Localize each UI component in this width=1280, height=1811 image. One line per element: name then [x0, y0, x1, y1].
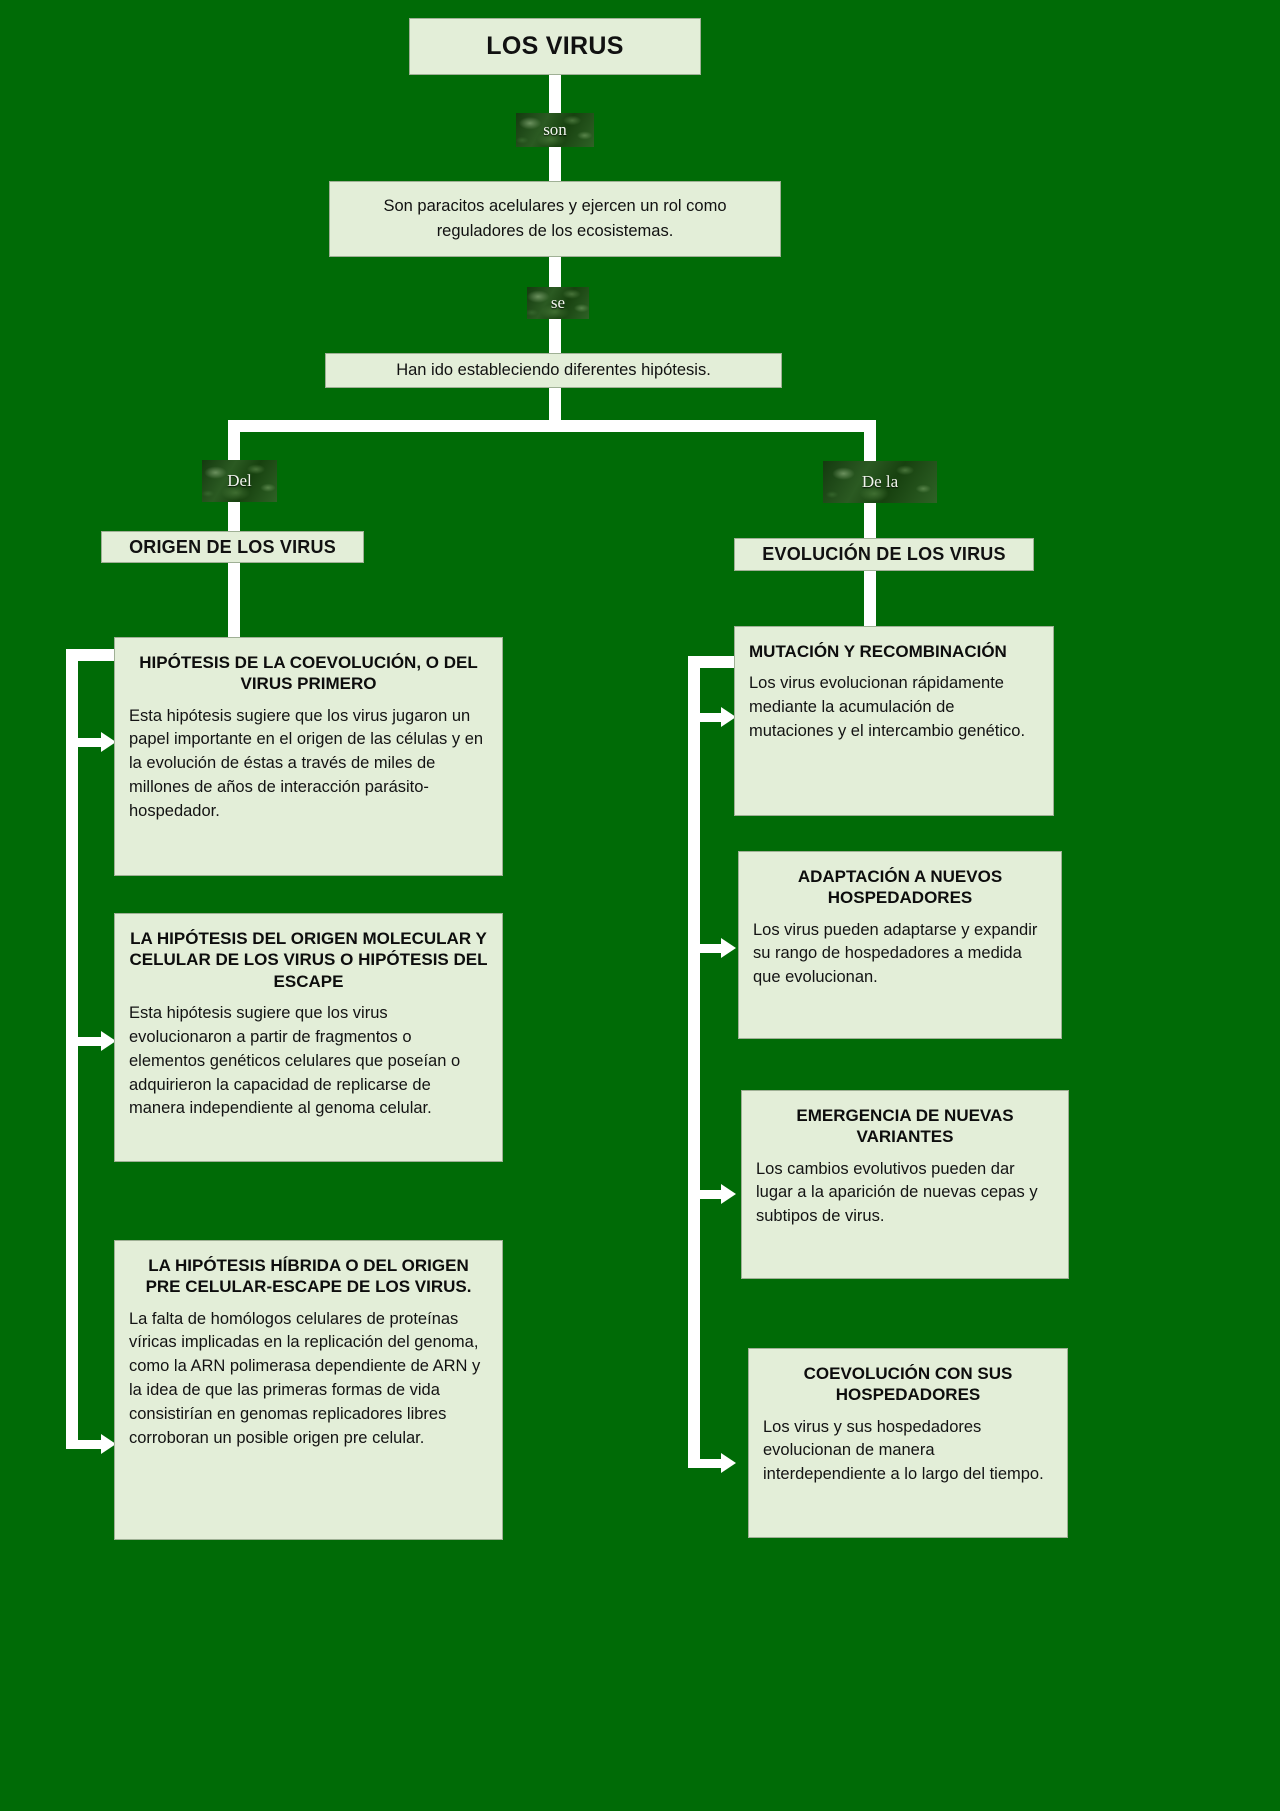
arrow-head-left-3: [101, 1434, 116, 1454]
connector-dela-to-evolucion: [864, 500, 876, 540]
detail-card-origen-1-title: HIPÓTESIS DE LA COEVOLUCIÓN, O DEL VIRUS…: [139, 653, 478, 694]
branch-header-origen-text: ORIGEN DE LOS VIRUS: [129, 536, 336, 557]
connector-root-to-son: [549, 74, 561, 120]
detail-card-origen-3[interactable]: LA HIPÓTESIS HÍBRIDA O DEL ORIGEN PRE CE…: [114, 1240, 503, 1540]
detail-card-evolucion-1[interactable]: MUTACIÓN Y RECOMBINACIÓN Los virus evolu…: [734, 626, 1054, 816]
connector-label-del-text: Del: [227, 471, 252, 490]
detail-card-evolucion-1-title: MUTACIÓN Y RECOMBINACIÓN: [749, 642, 1007, 661]
connector-split-bar: [228, 420, 876, 432]
connector-arrow1-left-shaft: [66, 738, 106, 747]
detail-card-origen-1-body: Esta hipótesis sugiere que los virus jug…: [129, 706, 484, 821]
detail-card-evolucion-3-body: Los cambios evolutivos pueden dar lugar …: [756, 1159, 1038, 1226]
connector-evolucion-trunk: [688, 656, 700, 1468]
connector-label-son-text: son: [543, 120, 567, 139]
detail-card-evolucion-4-title: COEVOLUCIÓN CON SUS HOSPEDADORES: [803, 1364, 1013, 1405]
detail-card-evolucion-4-body: Los virus y sus hospedadores evolucionan…: [763, 1417, 1044, 1484]
connector-stmt2-stem: [549, 386, 561, 424]
detail-card-evolucion-3-title: EMERGENCIA DE NUEVAS VARIANTES: [796, 1106, 1014, 1147]
root-title: LOS VIRUS: [486, 32, 624, 60]
connector-arrow3-right-shaft: [688, 1190, 726, 1199]
connector-origen-stem: [228, 562, 240, 661]
branch-header-evolucion[interactable]: EVOLUCIÓN DE LOS VIRUS: [734, 538, 1034, 571]
arrow-head-right-2: [721, 938, 736, 958]
arrow-head-left-1: [101, 732, 116, 752]
statement-hipotesis-text: Han ido estableciendo diferentes hipótes…: [396, 361, 711, 380]
detail-card-evolucion-2-body: Los virus pueden adaptarse y expandir su…: [753, 920, 1038, 987]
connector-label-son: son: [516, 113, 594, 147]
detail-card-evolucion-1-body: Los virus evolucionan rápidamente median…: [749, 674, 1026, 741]
branch-header-origen[interactable]: ORIGEN DE LOS VIRUS: [101, 531, 364, 563]
detail-card-evolucion-3[interactable]: EMERGENCIA DE NUEVAS VARIANTES Los cambi…: [741, 1090, 1069, 1279]
detail-card-origen-3-title: LA HIPÓTESIS HÍBRIDA O DEL ORIGEN PRE CE…: [145, 1256, 472, 1297]
statement-paracitos[interactable]: Son paracitos acelulares y ejercen un ro…: [329, 181, 781, 257]
connector-del-to-origen: [228, 500, 240, 533]
detail-card-evolucion-2-title: ADAPTACIÓN A NUEVOS HOSPEDADORES: [797, 867, 1003, 908]
branch-header-evolucion-text: EVOLUCIÓN DE LOS VIRUS: [762, 544, 1006, 564]
root-node[interactable]: LOS VIRUS: [409, 18, 701, 75]
connector-se-to-stmt2: [549, 314, 561, 354]
detail-card-evolucion-4[interactable]: COEVOLUCIÓN CON SUS HOSPEDADORES Los vir…: [748, 1348, 1068, 1538]
detail-card-origen-2-body: Esta hipótesis sugiere que los virus evo…: [129, 1003, 461, 1118]
detail-card-evolucion-2[interactable]: ADAPTACIÓN A NUEVOS HOSPEDADORES Los vir…: [738, 851, 1062, 1039]
detail-card-origen-2-title: LA HIPÓTESIS DEL ORIGEN MOLECULAR Y CELU…: [129, 929, 488, 991]
connector-origen-trunk: [66, 649, 78, 1449]
connector-arrow1-right-shaft: [688, 713, 726, 722]
detail-card-origen-2[interactable]: LA HIPÓTESIS DEL ORIGEN MOLECULAR Y CELU…: [114, 913, 503, 1162]
connector-label-se: se: [527, 287, 589, 319]
arrow-head-right-3: [721, 1184, 736, 1204]
connector-label-del: Del: [202, 460, 277, 502]
detail-card-origen-3-body: La falta de homólogos celulares de prote…: [129, 1309, 481, 1448]
connector-son-to-stmt1: [549, 145, 561, 182]
connector-stmt1-to-se: [549, 256, 561, 289]
arrow-head-right-1: [721, 707, 736, 727]
statement-paracitos-text: Son paracitos acelulares y ejercen un ro…: [383, 197, 727, 240]
connector-label-de-la: De la: [823, 461, 937, 503]
arrow-head-left-2: [101, 1031, 116, 1051]
statement-hipotesis[interactable]: Han ido estableciendo diferentes hipótes…: [325, 353, 782, 388]
connector-label-de-la-text: De la: [861, 472, 899, 491]
connector-arrow3-left-shaft: [66, 1440, 106, 1449]
connector-arrow4-right-shaft: [688, 1459, 726, 1468]
detail-card-origen-1[interactable]: HIPÓTESIS DE LA COEVOLUCIÓN, O DEL VIRUS…: [114, 637, 503, 876]
connector-label-se-text: se: [550, 293, 566, 312]
arrow-head-right-4: [721, 1453, 736, 1473]
connector-arrow2-left-shaft: [66, 1037, 106, 1046]
connector-arrow2-right-shaft: [688, 944, 726, 953]
